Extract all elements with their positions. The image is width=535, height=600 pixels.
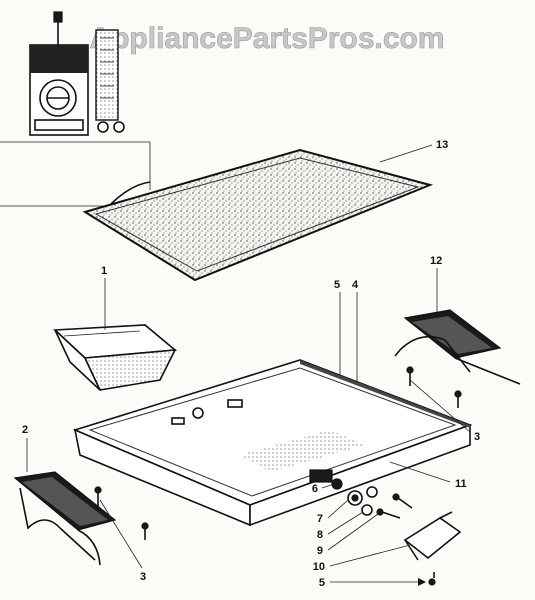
part-10-clip [403,511,462,561]
callout-12: 12 [430,255,442,267]
leader-3-right [409,379,471,433]
leader-3-left [99,499,143,569]
leader-10 [329,544,411,567]
leader-8 [327,511,364,535]
callout-6: 6 [312,483,318,495]
watermark-text: AppliancePartsPros.com [89,22,444,55]
screw-left-1 [94,486,102,506]
part-13-cover-pad [82,148,434,282]
refrigerator-unit-icon [29,11,125,136]
screw-right-2 [454,390,462,408]
leader-9 [327,513,379,551]
callout-3-left: 3 [140,571,146,583]
leader-6 [321,483,335,489]
callout-5-bottom: 5 [319,577,325,589]
callout-1: 1 [101,265,107,277]
callout-7: 7 [317,513,323,525]
part-9-screw [376,493,413,519]
arrowhead-5 [418,578,426,586]
part-7-washer [347,490,363,506]
callout-5-top: 5 [334,279,340,291]
part-8-washer [361,486,378,516]
part-5-screw-bottom [428,572,436,586]
callout-4: 4 [352,279,359,291]
part-6-nut [331,478,343,490]
callout-2: 2 [22,424,28,436]
callout-13: 13 [436,139,448,151]
callout-3-right: 3 [474,431,480,443]
part-12-bracket-right [394,309,521,385]
callout-9: 9 [317,545,323,557]
leader-11 [389,461,451,483]
callout-11: 11 [455,478,467,490]
callout-8: 8 [317,529,323,541]
main-base-pan [72,359,473,527]
leader-7 [327,499,349,519]
leader-13 [379,144,433,163]
part-1-tray [53,324,178,391]
screw-left-2 [141,522,149,540]
screw-right-1 [406,366,414,386]
part-2-bracket-left [13,471,117,566]
callout-10: 10 [313,561,325,573]
